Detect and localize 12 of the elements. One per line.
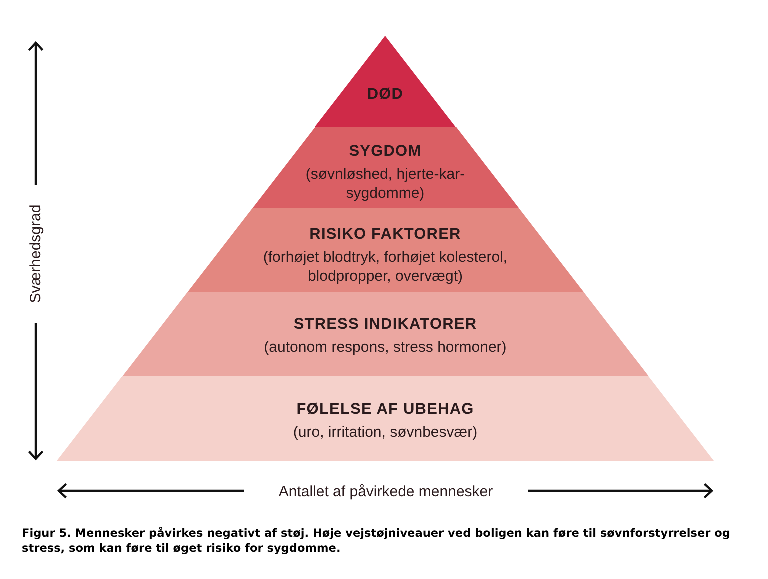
level-description: (søvnløshed, hjerte-kar-sygdomme) [304, 165, 466, 203]
level-heading: RISIKO FAKTORER [310, 226, 462, 244]
figure-caption: Figur 5. Mennesker påvirkes negativt af støj. Høje vejstøjniveauer ved boligen kan føre til søvnforstyrrelser og stress, som kan føre til øget risiko for sygdomme. [22, 526, 732, 556]
axis-label: Antallet af påvirkede mennesker [278, 484, 494, 500]
level-description: (autonom respons, stress hormoner) [264, 338, 507, 357]
level-description: (uro, irritation, søvnbesvær) [293, 423, 478, 442]
level-heading: DØD [367, 86, 404, 104]
level-heading: FØLELSE AF UBEHAG [296, 401, 474, 419]
axis-label: Sværhedsgrad [28, 204, 44, 304]
level-description: (forhøjet blodtryk, forhøjet kolesterol, blodpropper, overvægt) [262, 248, 509, 286]
level-heading: STRESS INDIKATORER [294, 316, 478, 334]
level-heading: SYGDOM [349, 143, 422, 161]
